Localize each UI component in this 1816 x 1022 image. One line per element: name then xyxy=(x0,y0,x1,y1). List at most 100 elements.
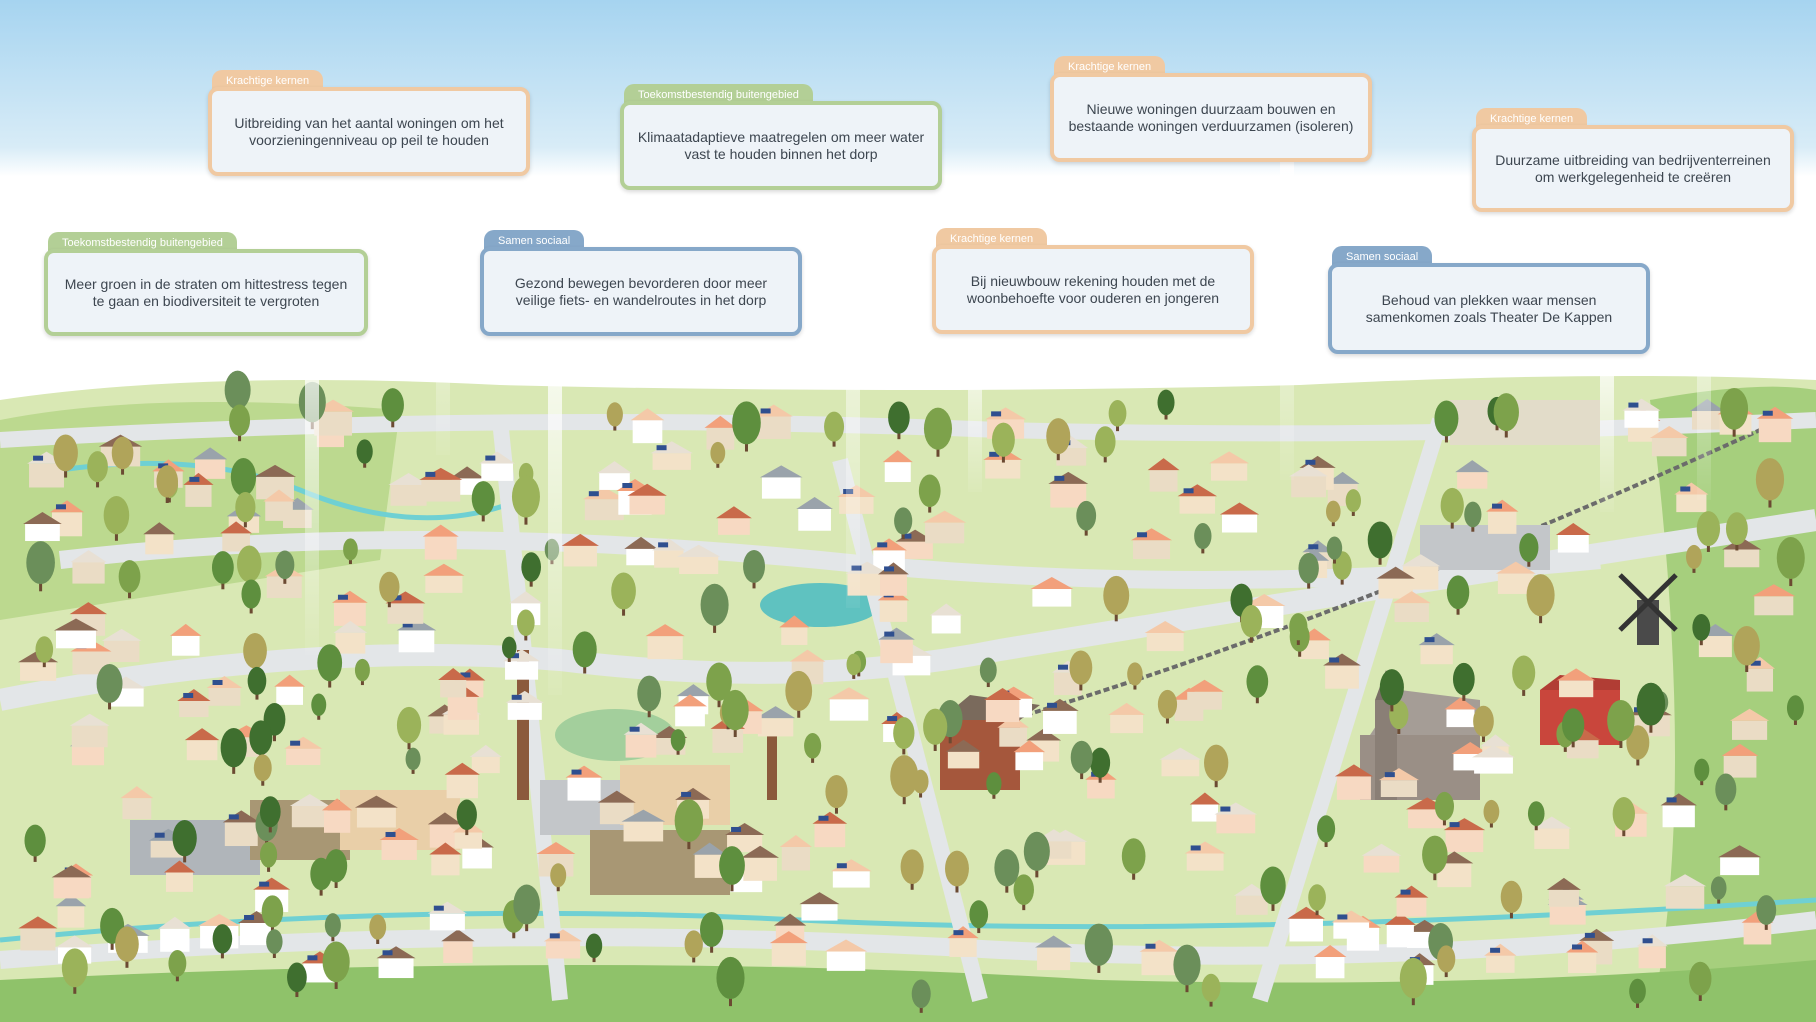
solar-panel xyxy=(1762,410,1773,416)
callout-pointer xyxy=(436,175,450,455)
house xyxy=(779,835,813,871)
solar-panel xyxy=(1308,544,1319,550)
callout-text: Uitbreiding van het aantal woningen om h… xyxy=(208,87,530,176)
tree xyxy=(521,552,541,587)
house xyxy=(812,811,848,848)
tree xyxy=(1434,400,1459,443)
tree xyxy=(824,411,845,447)
tree xyxy=(991,422,1015,463)
tree xyxy=(1715,773,1737,811)
chimney xyxy=(767,720,777,800)
solar-panel xyxy=(1384,772,1395,778)
house xyxy=(388,473,429,506)
solar-panel xyxy=(1305,459,1316,465)
tree xyxy=(1733,626,1760,673)
tree xyxy=(670,729,686,755)
house xyxy=(630,408,665,444)
callout-text: Bij nieuwbouw rekening houden met de woo… xyxy=(932,245,1254,334)
solar-panel xyxy=(953,930,964,936)
house xyxy=(427,812,463,848)
callout-text: Gezond bewegen bevorderen door meer veil… xyxy=(480,247,802,336)
solar-panel xyxy=(1424,637,1435,643)
house xyxy=(830,859,872,888)
callout-category-tag: Toekomstbestendig buitengebied xyxy=(624,84,813,106)
house xyxy=(331,590,368,626)
solar-panel xyxy=(259,881,270,887)
house xyxy=(1718,845,1762,876)
house xyxy=(1041,698,1079,734)
tree xyxy=(379,571,400,608)
solar-panel xyxy=(887,716,898,722)
solar-panel xyxy=(1329,657,1340,663)
tree xyxy=(710,441,726,468)
tree xyxy=(1473,705,1494,742)
house xyxy=(1376,566,1415,599)
house xyxy=(479,451,515,481)
house xyxy=(597,790,636,825)
solar-panel xyxy=(1449,822,1460,828)
solar-panel xyxy=(511,694,522,700)
solar-panel xyxy=(1492,503,1503,509)
tree xyxy=(1308,884,1326,916)
tree xyxy=(235,492,256,528)
house xyxy=(1139,939,1179,976)
solar-panel xyxy=(385,831,396,837)
house xyxy=(289,793,330,828)
road-south xyxy=(0,911,1816,969)
tree xyxy=(259,796,281,833)
tree xyxy=(456,799,477,836)
house xyxy=(543,929,583,959)
tree xyxy=(343,538,358,565)
house xyxy=(621,809,666,842)
house xyxy=(1144,621,1186,652)
tree xyxy=(118,560,141,599)
house xyxy=(1323,653,1361,689)
solar-panel xyxy=(1190,845,1201,851)
tree xyxy=(241,579,261,614)
house xyxy=(565,765,603,801)
callout-healthy-movement: Samen sociaal Gezond bewegen bevorderen … xyxy=(480,230,802,336)
house xyxy=(1566,940,1599,974)
house xyxy=(1177,484,1218,514)
house xyxy=(70,550,107,584)
house xyxy=(882,450,913,483)
tree xyxy=(785,670,813,718)
tree xyxy=(26,541,55,592)
tree xyxy=(1326,536,1343,564)
house xyxy=(1660,793,1697,828)
tree xyxy=(846,653,861,679)
tree xyxy=(804,732,822,763)
callout-text: Duurzame uitbreiding van bedrijventerrei… xyxy=(1472,125,1794,212)
house xyxy=(1756,406,1794,443)
house xyxy=(755,706,796,737)
house xyxy=(1131,528,1173,560)
tree xyxy=(1204,744,1229,788)
solar-panel xyxy=(290,740,301,746)
house xyxy=(1555,523,1591,553)
tree xyxy=(229,404,251,442)
house xyxy=(1384,912,1416,948)
callout-pointer xyxy=(968,332,982,492)
house xyxy=(1378,768,1420,798)
solar-panel xyxy=(658,542,669,548)
solar-panel xyxy=(1220,806,1231,812)
tree xyxy=(1084,923,1113,973)
tree xyxy=(1121,838,1146,880)
house xyxy=(419,467,463,502)
house xyxy=(503,649,541,680)
house xyxy=(55,894,87,928)
house xyxy=(929,603,963,634)
tree xyxy=(87,451,108,488)
tree xyxy=(1127,662,1143,690)
tree xyxy=(979,657,997,688)
house xyxy=(1546,877,1581,907)
house xyxy=(1361,843,1402,873)
tree xyxy=(1289,613,1308,645)
tree xyxy=(890,755,919,805)
solar-panel xyxy=(1572,944,1583,950)
house xyxy=(184,728,220,761)
house xyxy=(333,620,368,654)
callout-meeting-places: Samen sociaal Behoud van plekken waar me… xyxy=(1328,246,1650,354)
house xyxy=(796,496,833,531)
callout-pointer xyxy=(305,335,319,655)
